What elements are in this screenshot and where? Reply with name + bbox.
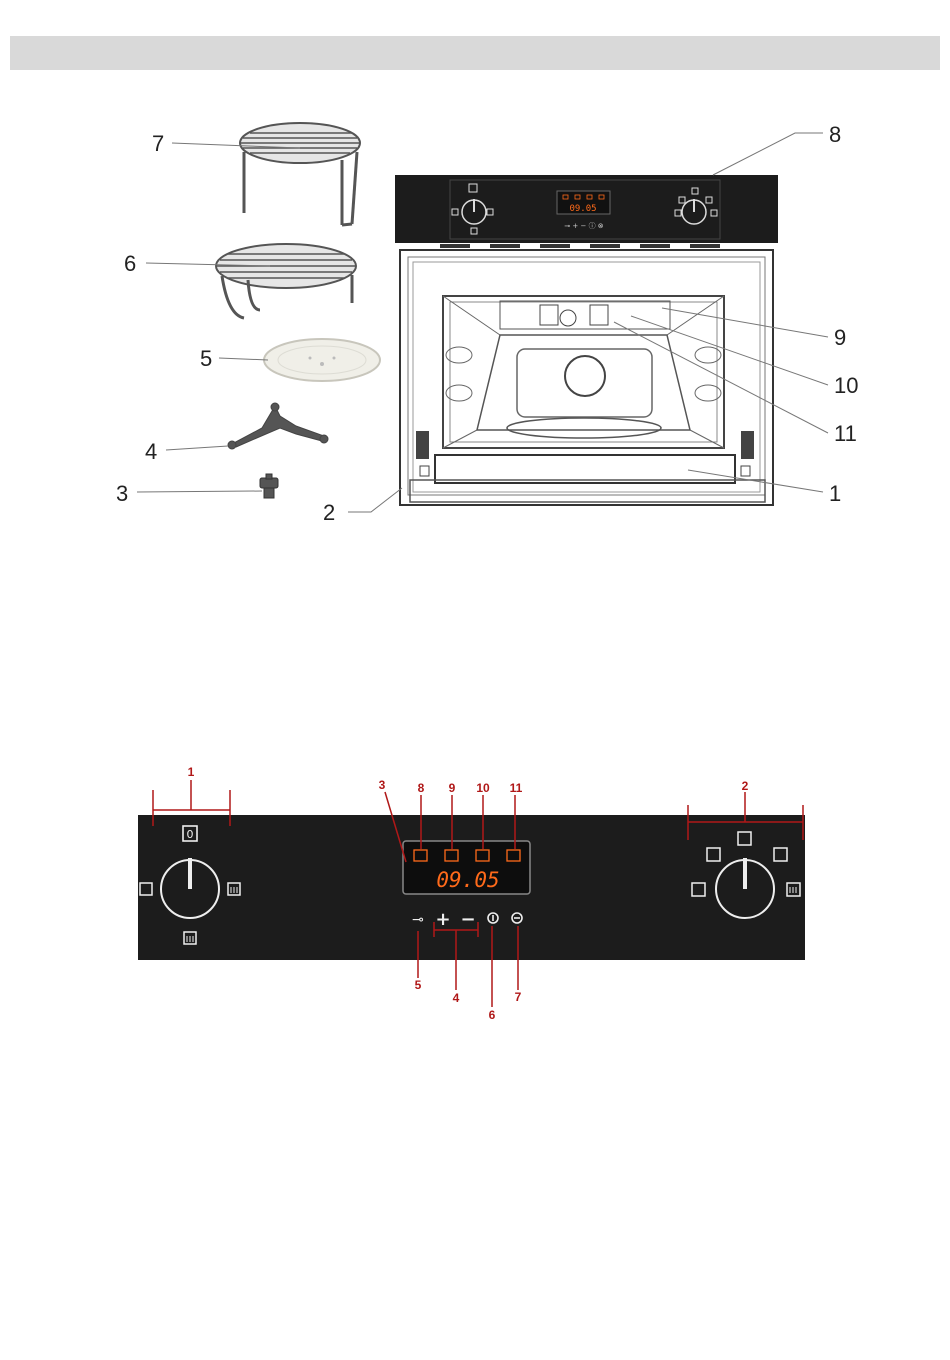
panel-callout-8: 8 [418,781,425,795]
panel-callout-5: 5 [415,978,422,992]
callout-3: 3 [116,481,128,506]
low-grill-rack [216,244,356,318]
minus-button: − [460,909,475,930]
callout-7: 7 [152,131,164,156]
panel-callout-9: 9 [449,781,456,795]
callout-4: 4 [145,439,157,464]
panel-callout-1: 1 [188,765,195,779]
glass-turntable [264,339,380,381]
callout-9: 9 [834,325,846,350]
roller-support [228,403,328,449]
panel-callout-2: 2 [742,779,749,793]
callout-6: 6 [124,251,136,276]
callout-11: 11 [834,421,857,446]
callout-5: 5 [200,346,212,371]
svg-text:0: 0 [187,828,194,841]
display-time: 09.05 [436,868,499,892]
panel-callout-11: 11 [510,781,523,795]
led-display: 09.05 [403,841,530,894]
panel-callout-7: 7 [515,990,522,1004]
tall-grill-rack [240,123,360,225]
callout-10: 10 [834,373,858,398]
callout-2: 2 [323,500,335,525]
svg-text:⊸ + − ⓘ ⊗: ⊸ + − ⓘ ⊗ [564,222,603,230]
panel-callout-6: 6 [489,1008,496,1022]
small-display-time: 09.05 [569,204,596,214]
rotating-coupler [260,474,278,498]
callout-8: 8 [829,122,841,147]
panel-callout-4: 4 [453,991,460,1005]
oven-front-view: 09.05 ⊸ + − ⓘ ⊗ [395,175,778,505]
panel-callout-10: 10 [476,781,490,795]
plus-button: + [435,909,450,930]
callout-1: 1 [829,481,841,506]
panel-callout-3: 3 [379,778,386,792]
key-icon: ⊸ [412,912,424,928]
